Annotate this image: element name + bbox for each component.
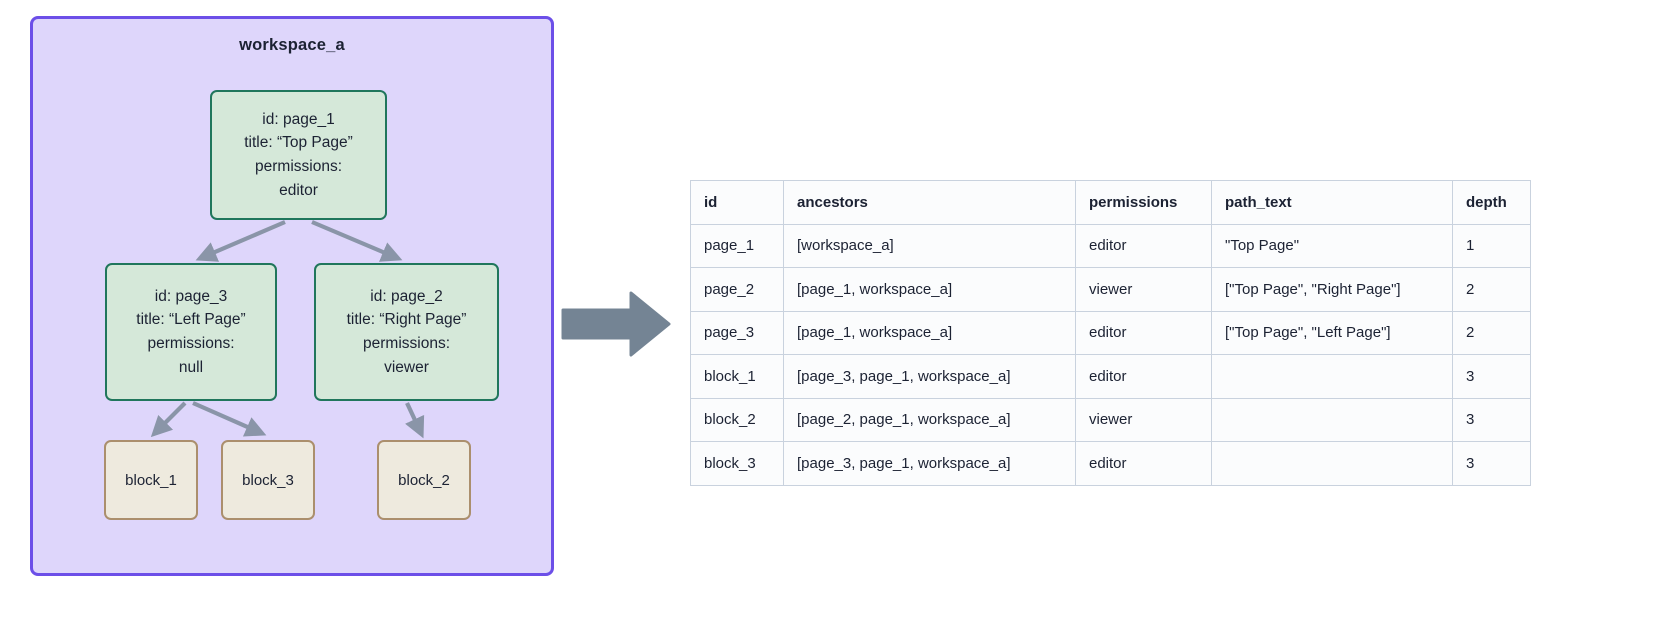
edge-page1-page3 [195, 220, 286, 262]
node-block-1[interactable]: block_1 [104, 440, 198, 520]
cell-id: page_3 [690, 310, 784, 355]
edge-page1-page2 [311, 220, 403, 262]
table-row[interactable]: page_2 [page_1, workspace_a] viewer ["To… [690, 267, 1531, 312]
cell-path-text: "Top Page" [1211, 223, 1453, 268]
node-page-3-permissions-value: null [178, 358, 204, 376]
cell-ancestors: [workspace_a] [783, 223, 1076, 268]
node-page-2-permissions-value: viewer [384, 358, 429, 376]
table-row[interactable]: page_3 [page_1, workspace_a] editor ["To… [690, 310, 1531, 355]
workspace-container: workspace_a id: page_1 title: “Top Page”… [30, 16, 554, 576]
node-page-3[interactable]: id: page_3 title: “Left Page” permission… [105, 263, 277, 401]
node-block-2[interactable]: block_2 [377, 440, 471, 520]
cell-depth: 1 [1452, 223, 1531, 268]
cell-id: block_2 [690, 397, 784, 442]
node-page-1-id: id: page_1 [262, 110, 335, 128]
cell-ancestors: [page_3, page_1, workspace_a] [783, 441, 1076, 486]
cell-depth: 2 [1452, 267, 1531, 312]
table-row[interactable]: block_2 [page_2, page_1, workspace_a] vi… [690, 397, 1531, 442]
node-block-1-label: block_1 [125, 471, 177, 489]
cell-id: page_1 [690, 223, 784, 268]
column-header-id[interactable]: id [690, 180, 784, 225]
cell-permissions: editor [1075, 354, 1212, 399]
node-block-2-label: block_2 [398, 471, 450, 489]
node-page-1-title: title: “Top Page” [244, 134, 353, 152]
cell-permissions: editor [1075, 223, 1212, 268]
table-row[interactable]: block_3 [page_3, page_1, workspace_a] ed… [690, 441, 1531, 486]
column-header-depth[interactable]: depth [1452, 180, 1531, 225]
cell-path-text [1211, 354, 1453, 399]
node-page-1-permissions-value: editor [279, 181, 318, 199]
table-row[interactable]: block_1 [page_3, page_1, workspace_a] ed… [690, 354, 1531, 399]
node-page-2[interactable]: id: page_2 title: “Right Page” permissio… [314, 263, 499, 401]
column-header-permissions[interactable]: permissions [1075, 180, 1212, 225]
cell-ancestors: [page_1, workspace_a] [783, 267, 1076, 312]
cell-ancestors: [page_3, page_1, workspace_a] [783, 354, 1076, 399]
node-page-3-permissions-label: permissions: [147, 335, 235, 352]
cell-id: block_1 [690, 354, 784, 399]
node-page-2-permissions-label: permissions: [363, 335, 450, 352]
edge-page2-block2 [405, 402, 425, 439]
cell-path-text: ["Top Page", "Right Page"] [1211, 267, 1453, 312]
cell-depth: 3 [1452, 354, 1531, 399]
node-block-3[interactable]: block_3 [221, 440, 315, 520]
cell-depth: 3 [1452, 397, 1531, 442]
node-page-1-permissions-label: permissions: [255, 158, 342, 175]
cell-path-text [1211, 397, 1453, 442]
column-header-ancestors[interactable]: ancestors [783, 180, 1076, 225]
cell-path-text [1211, 441, 1453, 486]
right-arrow-icon [561, 291, 671, 357]
column-header-path-text[interactable]: path_text [1211, 180, 1453, 225]
node-block-3-label: block_3 [242, 471, 294, 489]
cell-id: page_2 [690, 267, 784, 312]
cell-permissions: editor [1075, 310, 1212, 355]
table-header-row: id ancestors permissions path_text depth [690, 180, 1531, 225]
cell-ancestors: [page_1, workspace_a] [783, 310, 1076, 355]
result-table: id ancestors permissions path_text depth… [690, 180, 1531, 486]
edge-page3-block1 [150, 401, 187, 438]
cell-depth: 3 [1452, 441, 1531, 486]
node-page-1[interactable]: id: page_1 title: “Top Page” permissions… [210, 90, 387, 220]
cell-depth: 2 [1452, 310, 1531, 355]
node-page-3-title: title: “Left Page” [136, 311, 246, 329]
cell-permissions: editor [1075, 441, 1212, 486]
node-page-2-title: title: “Right Page” [346, 311, 467, 329]
cell-id: block_3 [690, 441, 784, 486]
node-page-2-id: id: page_2 [370, 287, 443, 305]
cell-path-text: ["Top Page", "Left Page"] [1211, 310, 1453, 355]
node-page-3-id: id: page_3 [154, 287, 228, 305]
table-row[interactable]: page_1 [workspace_a] editor "Top Page" 1 [690, 223, 1531, 268]
cell-permissions: viewer [1075, 397, 1212, 442]
cell-permissions: viewer [1075, 267, 1212, 312]
edge-page3-block3 [192, 401, 267, 437]
workspace-title: workspace_a [239, 36, 345, 54]
cell-ancestors: [page_2, page_1, workspace_a] [783, 397, 1076, 442]
